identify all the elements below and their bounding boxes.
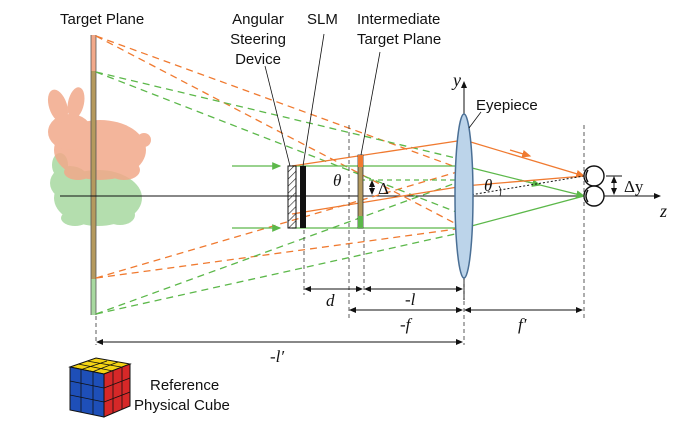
- theta-right-arc: [498, 185, 502, 197]
- eyepiece-lens: [454, 113, 474, 279]
- angular-steering-label-line2: Steering: [230, 31, 286, 48]
- target-plane-bar: [90, 35, 97, 315]
- angular-steering-label-line1: Angular: [232, 11, 284, 28]
- slm-label: SLM: [307, 11, 338, 28]
- slm-element: [300, 166, 306, 228]
- z-axis-label: z: [659, 201, 667, 221]
- green-rays: [292, 165, 586, 229]
- delta-y-label: Δy: [624, 177, 644, 196]
- minus-l-prime-label: -l′: [270, 347, 284, 366]
- y-axis-label: y: [451, 70, 461, 90]
- intermediate-label-line2: Target Plane: [357, 31, 441, 48]
- orange-rays: [291, 139, 586, 215]
- f-prime-label: f′: [518, 315, 527, 334]
- reference-dashed-lines: [95, 125, 585, 345]
- eyepiece-label: Eyepiece: [476, 97, 538, 114]
- incoming-rays: [232, 162, 282, 232]
- reference-cube-icon: [68, 357, 132, 418]
- delta-y-marker: [606, 175, 622, 197]
- reference-cube-label-line1: Reference: [150, 377, 219, 394]
- theta-right-label: θ: [484, 176, 492, 195]
- bunny-virtual-image: [47, 87, 151, 226]
- delta-label: Δ: [378, 179, 389, 198]
- label-leader-lines: [264, 33, 482, 167]
- theta-left-label: θ: [333, 171, 341, 190]
- intermediate-label-line1: Intermediate: [357, 11, 440, 28]
- orange-bunny: [47, 87, 151, 180]
- dimension-arrows: [96, 286, 583, 345]
- angular-steering-device: [287, 165, 297, 229]
- angular-steering-label-line3: Device: [235, 51, 281, 68]
- virtual-rays-orange: [95, 35, 465, 279]
- target-plane-label: Target Plane: [60, 11, 144, 28]
- eye-icon: [583, 165, 605, 207]
- reference-cube-label-line2: Physical Cube: [134, 397, 230, 414]
- d-label: d: [326, 291, 335, 310]
- minus-f-label: -f: [400, 315, 413, 334]
- minus-l-label: -l: [405, 290, 416, 309]
- virtual-rays-green: [95, 71, 465, 315]
- intermediate-target-plane: [357, 154, 364, 229]
- chief-ray: [463, 175, 585, 197]
